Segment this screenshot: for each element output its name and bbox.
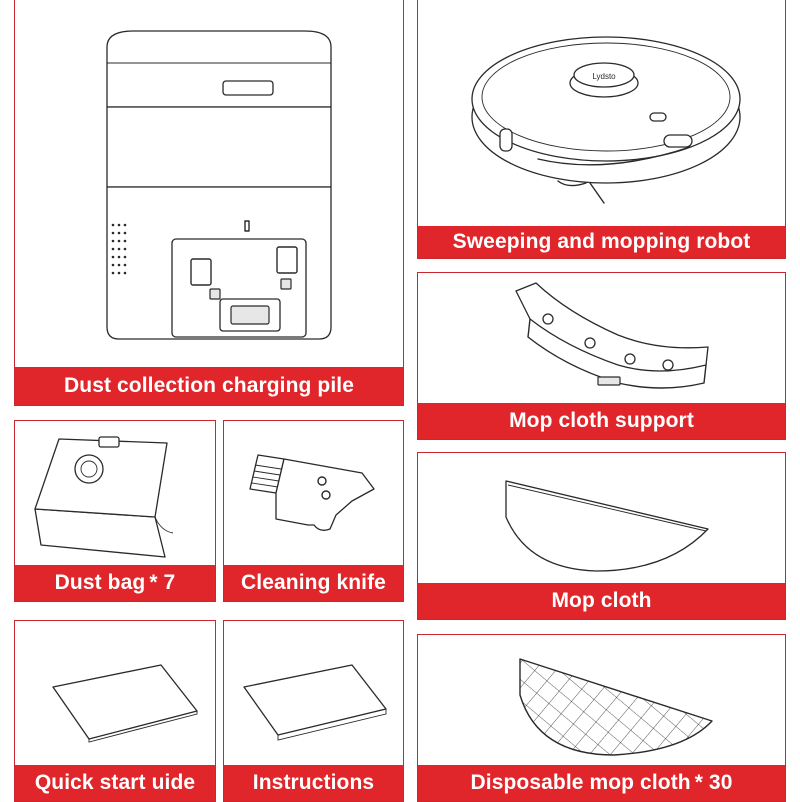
label-robot: Sweeping and mopping robot — [418, 226, 785, 258]
booklet-icon — [52, 664, 198, 743]
label-cleaning-knife: Cleaning knife — [224, 565, 403, 601]
label-dust-bag: Dust bag * 7 — [15, 565, 215, 601]
card-cleaning-knife: Cleaning knife — [223, 420, 404, 602]
card-dust-collection-pile: Dust collection charging pile — [14, 0, 404, 406]
label-disposable-mop: Disposable mop cloth * 30 — [418, 765, 785, 801]
item-label: Cleaning knife — [241, 571, 386, 594]
card-robot: Lydsto Sweeping and mopping robot — [417, 0, 786, 259]
card-instructions: Instructions — [223, 620, 404, 802]
item-label: Sweeping and mopping robot — [452, 230, 751, 253]
mop-bracket-icon — [515, 282, 709, 389]
label-instructions: Instructions — [224, 765, 403, 801]
robot-logo-text: Lydsto — [592, 72, 616, 81]
item-label: Dust collection charging pile — [64, 374, 354, 397]
item-quantity: * 30 — [694, 771, 733, 794]
item-label: Mop cloth support — [509, 409, 694, 432]
label-quick-start: Quick start uide — [15, 765, 215, 801]
card-mop-cloth: Mop cloth — [417, 452, 786, 620]
card-disposable-mop: Disposable mop cloth * 30 — [417, 634, 786, 802]
item-label: Instructions — [252, 771, 375, 794]
item-label: Mop cloth — [551, 589, 652, 612]
dust-collection-station-icon — [106, 30, 332, 340]
item-label: Quick start uide — [34, 771, 196, 794]
dust-bag-icon — [34, 436, 174, 558]
booklet-icon — [243, 664, 387, 741]
mop-cloth-icon — [505, 480, 709, 572]
card-quick-start: Quick start uide — [14, 620, 216, 802]
cleaning-tool-icon — [249, 454, 375, 531]
item-label: Dust bag — [54, 571, 146, 594]
label-mop-support: Mop cloth support — [418, 403, 785, 439]
item-quantity: * 7 — [149, 571, 176, 594]
label-mop-cloth: Mop cloth — [418, 583, 785, 619]
card-mop-support: Mop cloth support — [417, 272, 786, 440]
card-dust-bag: Dust bag * 7 — [14, 420, 216, 602]
item-label: Disposable mop cloth — [470, 771, 691, 794]
grid-mop-cloth-icon — [519, 658, 713, 756]
robot-vacuum-icon: Lydsto — [471, 36, 741, 204]
label-dust-collection-pile: Dust collection charging pile — [15, 367, 403, 405]
